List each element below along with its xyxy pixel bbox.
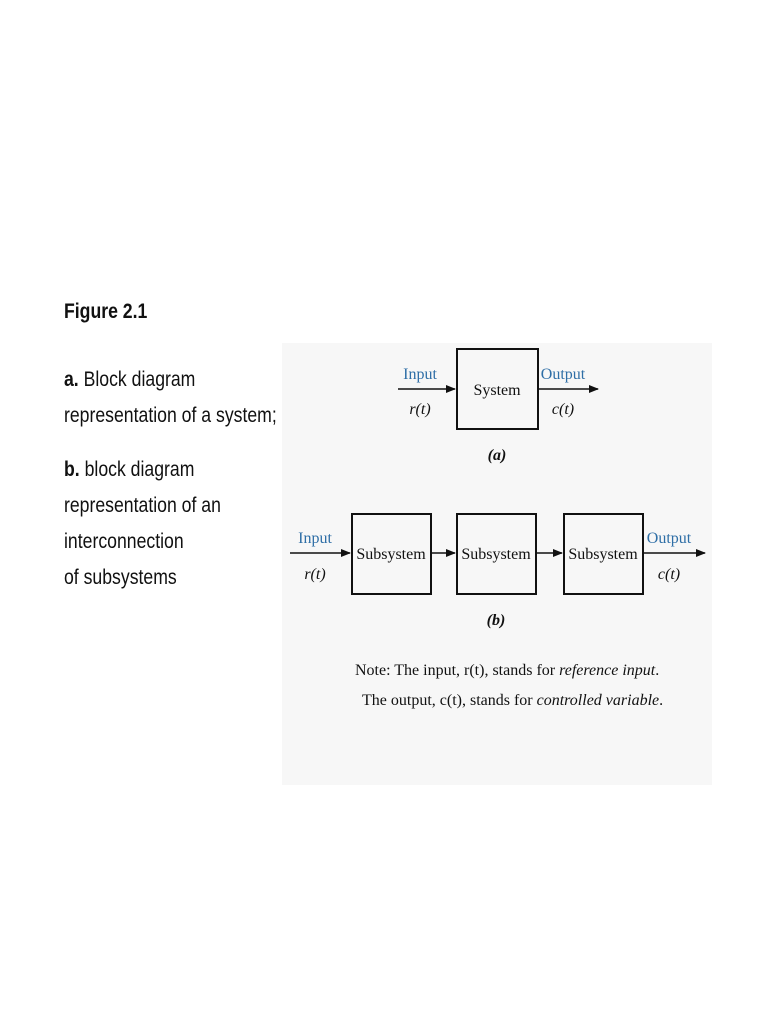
note-line-2-prefix: The output, c(t), stands for	[362, 692, 537, 709]
caption-part-a: a. Block diagram representation of a sys…	[64, 362, 277, 434]
system-block-label: System	[473, 382, 521, 399]
note-line-2: The output, c(t), stands for controlled …	[362, 692, 663, 709]
note-line-1: Note: The input, r(t), stands for refere…	[355, 662, 659, 679]
subsystem-block-3-label: Subsystem	[568, 546, 638, 563]
figure-note: Note: The input, r(t), stands for refere…	[355, 662, 663, 709]
note-line-2-suffix: .	[659, 692, 663, 709]
figure-caption: Figure 2.1 a. Block diagram representati…	[64, 300, 294, 596]
subsystem-block-2	[456, 513, 537, 595]
caption-part-b-text1: block diagram	[79, 458, 195, 481]
note-line-2-emphasis: controlled variable	[537, 692, 660, 709]
subsystem-block-2-label: Subsystem	[461, 546, 531, 563]
input-label-a: Input	[403, 366, 437, 383]
subsystem-block-1	[351, 513, 432, 595]
input-signal-a: r(t)	[409, 401, 430, 418]
note-line-1-prefix: Note: The input, r(t), stands for	[355, 662, 559, 679]
diagram-a: Input r(t) System Output c(t) (a)	[398, 348, 599, 464]
caption-part-a-line2: representation of a system;	[64, 404, 277, 427]
figure-title: Figure 2.1	[64, 300, 148, 323]
panel-label-a: (a)	[488, 447, 507, 464]
diagram-b: Input r(t) Subsystem Subsystem Subsystem…	[290, 513, 706, 629]
note-line-1-emphasis: reference input	[559, 662, 656, 679]
caption-part-a-line1: a. Block diagram	[64, 362, 257, 398]
output-label-b: Output	[647, 530, 692, 547]
panel-label-b: (b)	[487, 612, 506, 629]
output-signal-a: c(t)	[552, 401, 574, 418]
subsystem-block-1-label: Subsystem	[356, 546, 426, 563]
input-signal-b: r(t)	[304, 566, 325, 583]
caption-part-b-line3: interconnection	[64, 530, 184, 553]
output-label-a: Output	[541, 366, 586, 383]
output-signal-b: c(t)	[658, 566, 680, 583]
caption-part-b: b. block diagram representation of an in…	[64, 452, 257, 596]
caption-part-b-letter: b.	[64, 458, 80, 481]
caption-part-b-line1: b. block diagram	[64, 452, 257, 488]
subsystem-block-3	[563, 513, 644, 595]
caption-part-a-text1: Block diagram	[78, 368, 196, 391]
input-label-b: Input	[298, 530, 332, 547]
caption-part-b-line4: of subsystems	[64, 566, 177, 589]
caption-part-a-letter: a.	[64, 368, 79, 391]
caption-part-b-line2: representation of an	[64, 494, 221, 517]
figure-panel	[282, 343, 712, 785]
note-line-1-suffix: .	[655, 662, 659, 679]
